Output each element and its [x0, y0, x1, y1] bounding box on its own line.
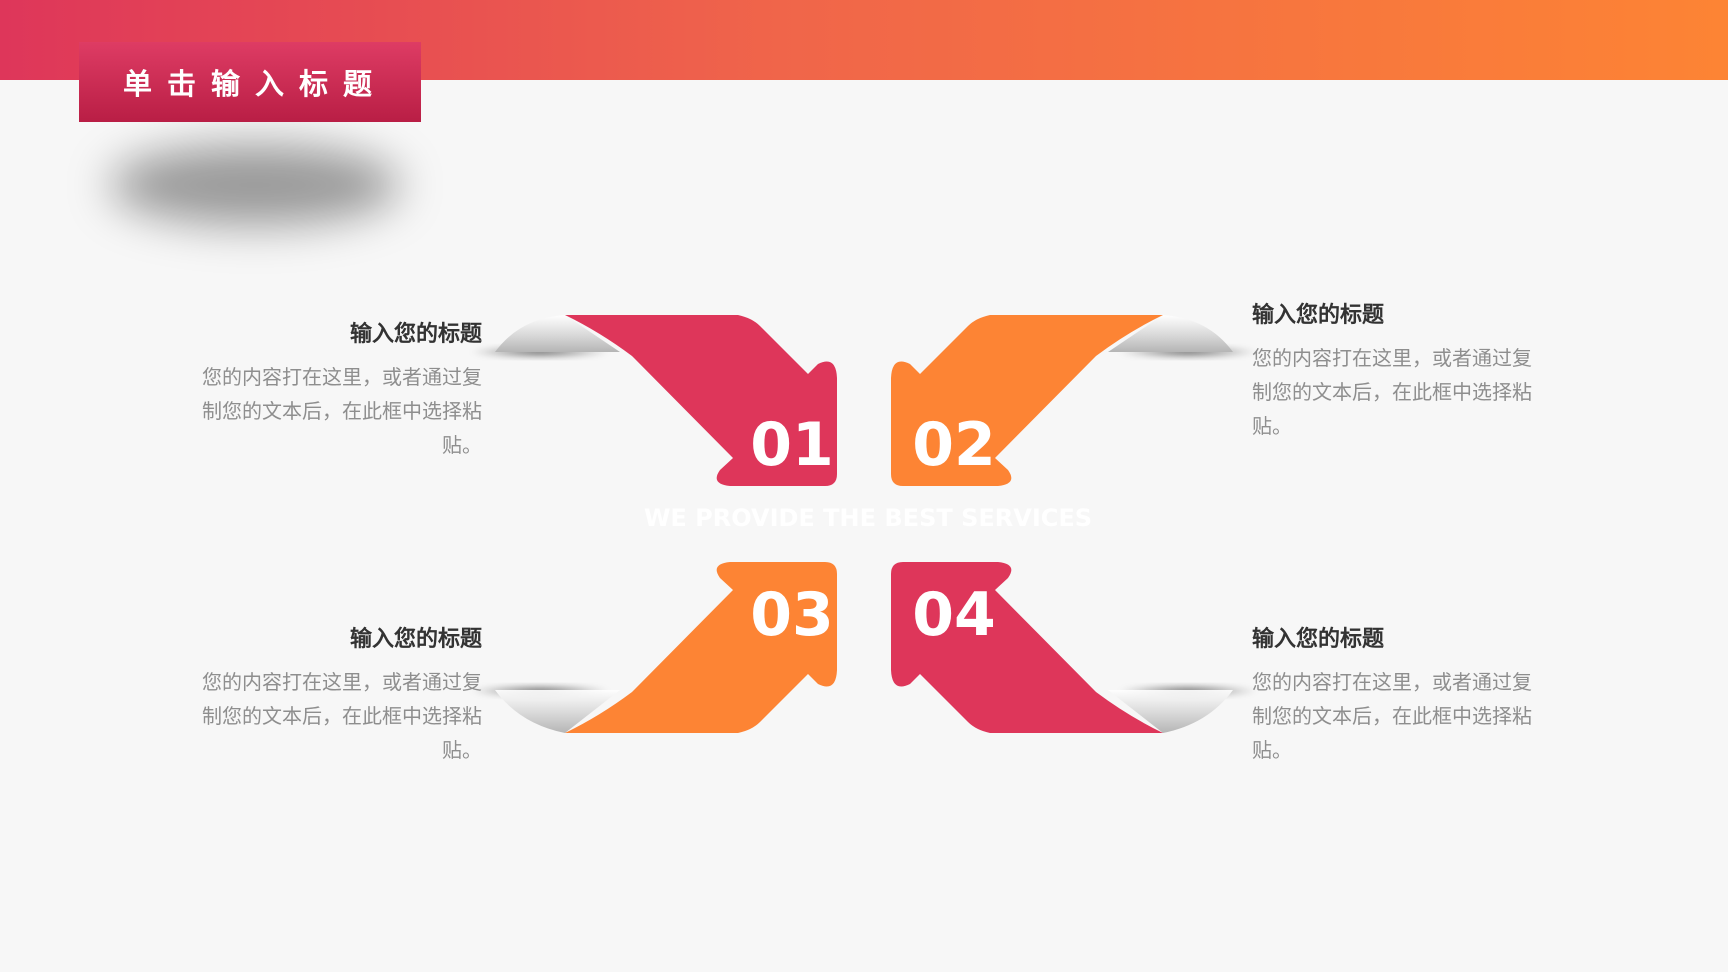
text-block-01: 输入您的标题 您的内容打在这里，或者通过复制您的文本后，在此框中选择粘贴。: [192, 316, 482, 462]
arrow-01-body: [565, 315, 837, 486]
block-01-title[interactable]: 输入您的标题: [349, 322, 482, 347]
block-01-body[interactable]: 您的内容打在这里，或者通过复制您的文本后，在此框中选择粘贴。: [202, 365, 482, 457]
arrow-02-number: 02: [912, 410, 996, 480]
arrow-02-body: [891, 315, 1163, 486]
text-block-03: 输入您的标题 您的内容打在这里，或者通过复制您的文本后，在此框中选择粘贴。: [192, 621, 482, 767]
arrow-04[interactable]: 04: [891, 562, 1258, 733]
arrow-03-number: 03: [750, 580, 834, 650]
block-03-title[interactable]: 输入您的标题: [349, 627, 482, 652]
text-block-04: 输入您的标题 您的内容打在这里，或者通过复制您的文本后，在此框中选择粘贴。: [1252, 621, 1542, 767]
arrow-01[interactable]: 01: [470, 315, 837, 486]
block-03-body[interactable]: 您的内容打在这里，或者通过复制您的文本后，在此框中选择粘贴。: [202, 670, 482, 762]
block-02-title[interactable]: 输入您的标题: [1252, 303, 1385, 328]
arrow-04-curl: [1108, 690, 1233, 733]
arrow-02-curl: [1108, 315, 1233, 352]
arrow-02[interactable]: 02: [891, 315, 1258, 486]
block-04-title[interactable]: 输入您的标题: [1252, 627, 1385, 652]
arrow-04-number: 04: [912, 580, 996, 650]
text-block-02: 输入您的标题 您的内容打在这里，或者通过复制您的文本后，在此框中选择粘贴。: [1252, 297, 1542, 443]
arrow-04-body: [891, 562, 1163, 733]
arrow-01-number: 01: [750, 410, 834, 480]
tagline: WE PROVIDE THE BEST SERVICES: [644, 504, 1092, 532]
block-02-body[interactable]: 您的内容打在这里，或者通过复制您的文本后，在此框中选择粘贴。: [1252, 346, 1532, 438]
arrow-03-body: [565, 562, 837, 733]
arrow-01-curl: [495, 315, 620, 352]
arrow-03[interactable]: 03: [470, 562, 837, 733]
title-shadow: [110, 145, 400, 225]
arrow-03-curl: [495, 690, 620, 733]
page-title[interactable]: 单击输入标题: [79, 42, 421, 122]
block-04-body[interactable]: 您的内容打在这里，或者通过复制您的文本后，在此框中选择粘贴。: [1252, 670, 1532, 762]
